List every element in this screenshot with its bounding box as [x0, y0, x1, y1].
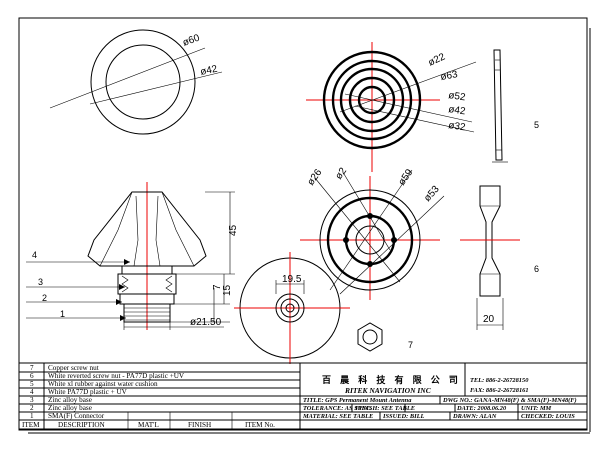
finish-spec: FINISH: SEE TABLE [355, 405, 415, 412]
dim-d42: ø42 [448, 104, 467, 117]
title-block-text: 百 晨 科 技 有 限 公 司 RITEK NAVIGATION INC TEL… [302, 374, 577, 420]
drawing-title: TITLE: GPS Permanent Mount Antenna [303, 397, 412, 404]
callout-3: 3 [38, 277, 43, 287]
bottom-view: 19.5 [234, 252, 350, 364]
dim-outer-dia: ø60 [181, 32, 201, 48]
dim-base-dia: ø21.50 [190, 317, 222, 328]
bom-no: 6 [30, 372, 34, 380]
bom-no: 4 [30, 388, 34, 396]
bom-desc: SMA(F) Connector [48, 412, 105, 420]
bom-no: 1 [30, 412, 34, 420]
callout-6: 6 [534, 264, 539, 274]
hex-nut-view [357, 322, 383, 352]
title-block [299, 362, 588, 430]
dim-inner-dia: ø42 [199, 64, 219, 78]
cushion-side-view [492, 49, 508, 163]
drawing-number: DWG NO.: GANA-MN48(F) & SMA(F)-MN48(F) [442, 397, 577, 404]
drawing-unit: UNIT: MM [521, 405, 552, 412]
bom-table [18, 362, 301, 430]
dim-height-7: 7 [212, 284, 223, 290]
top-right-ring-view: ø22 ø63 ø52 ø42 ø32 [306, 42, 477, 172]
bom-no: 3 [30, 396, 34, 404]
dim-width-19-5: 19.5 [282, 274, 302, 285]
callout-2: 2 [42, 293, 47, 303]
nut-section-view: 20 [460, 185, 520, 330]
dim-height-45: 45 [228, 224, 239, 236]
bom-header-finish: FINISH [188, 421, 211, 429]
bom-header-matl: MAT'L [138, 421, 159, 429]
bom-rows: 7 Copper screw nut 6 White reverted scre… [22, 364, 275, 429]
bom-no: 7 [30, 364, 34, 372]
dim-height-15: 15 [222, 284, 233, 296]
top-ring-view: ø60 ø42 [49, 29, 223, 135]
bom-desc: White xl rubber against water cushion [48, 380, 158, 388]
bom-desc: Zinc alloy base [48, 396, 92, 404]
bom-desc: Copper screw nut [48, 364, 99, 372]
material-spec: MATERIAL: SEE TABLE [302, 413, 373, 420]
dim-d52: ø52 [448, 90, 467, 103]
company-name-cn: 百 晨 科 技 有 限 公 司 [322, 374, 461, 386]
bom-header-item: ITEM [22, 421, 40, 429]
side-profile-view: 45 15 7 ø21.50 [87, 182, 239, 330]
dim-d22: ø22 [427, 51, 448, 68]
drawing-border [18, 17, 588, 431]
tolerance: TOLERANCE: AS SPEC. [303, 405, 372, 412]
bom-no: 5 [30, 380, 34, 388]
company-name-en: RITEK NAVIGATION INC [344, 386, 432, 395]
bom-no: 2 [30, 404, 34, 412]
dim-d32: ø32 [448, 120, 467, 133]
bom-header-item-no: ITEM No. [245, 421, 275, 429]
callout-7: 7 [408, 340, 413, 350]
nut-front-view: ø26 ø2 ø59 ø53 [300, 165, 445, 300]
bom-desc: Zinc alloy base [48, 404, 92, 412]
callout-5: 5 [534, 120, 539, 130]
dim-d26: ø26 [305, 167, 324, 188]
callout-1: 1 [60, 309, 65, 319]
dim-width-20: 20 [483, 314, 495, 325]
drawn-by: DRAWN: ALAN [452, 413, 497, 420]
dim-d63: ø63 [440, 69, 459, 83]
company-tel: TEL: 886-2-26728150 [470, 377, 529, 384]
issued-by: ISSUED: BILL [382, 413, 424, 420]
callout-4: 4 [32, 250, 37, 260]
company-fax: FAX: 886-2-26728161 [470, 387, 529, 394]
checked-by: CHECKED: LOUIS [521, 413, 575, 420]
bom-desc: White PA77D plastic + UV [48, 388, 128, 396]
bom-header-description: DESCRIPTION [58, 421, 106, 429]
dim-d59: ø59 [396, 167, 415, 188]
callouts: 1 2 3 4 5 6 7 [26, 120, 539, 350]
bom-desc: White reverted screw nut - PA77D plastic… [48, 372, 185, 380]
drawing-date: DATE: 2008.06.20 [456, 405, 507, 412]
